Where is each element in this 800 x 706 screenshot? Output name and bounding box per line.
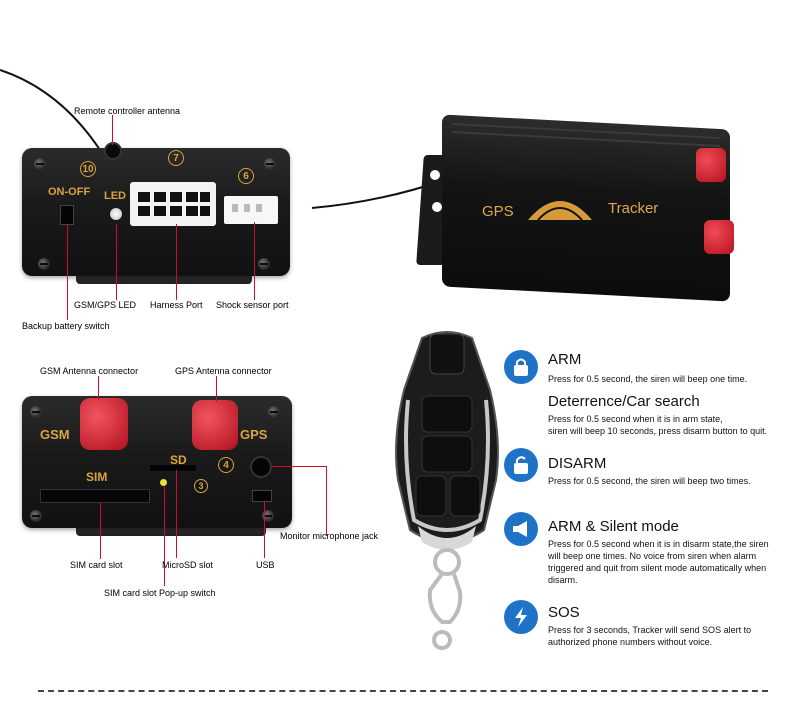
feature-desc: Press for 0.5 second when it is in arm s… bbox=[548, 413, 767, 437]
backup-battery-switch bbox=[60, 205, 74, 225]
leader-line bbox=[164, 486, 165, 586]
port-number-label: 4 bbox=[223, 459, 229, 471]
bottom-panel-face bbox=[22, 396, 292, 528]
feature-desc-line: Press for 0.5 second when it is in disar… bbox=[548, 539, 769, 549]
feature-desc-line: will beep one times. No voice from siren… bbox=[548, 551, 757, 561]
red-antenna-connector bbox=[696, 148, 726, 182]
feature-desc-line: authorized phone numbers without voice. bbox=[548, 637, 713, 647]
callout-monitor-mic: Monitor microphone jack bbox=[280, 531, 379, 541]
port-number-label: 3 bbox=[198, 481, 204, 491]
feature-title: SOS bbox=[548, 604, 580, 621]
sim-popup-switch bbox=[160, 479, 167, 486]
microsd-slot bbox=[150, 465, 196, 471]
leader-line bbox=[116, 224, 117, 300]
feature-desc-line: siren will beep 10 seconds, press disarm… bbox=[548, 426, 768, 436]
leader-line bbox=[326, 466, 327, 536]
feature-desc: Press for 0.5 second, the siren will bee… bbox=[548, 475, 751, 487]
unlock-icon bbox=[504, 448, 538, 482]
gps-antenna-connector bbox=[192, 400, 238, 450]
lightning-icon bbox=[504, 600, 538, 634]
lock-icon bbox=[504, 350, 538, 384]
port-number-4: 4 bbox=[218, 457, 234, 473]
body-ridge bbox=[452, 130, 720, 148]
screw bbox=[268, 406, 280, 418]
leader-line bbox=[98, 376, 99, 400]
feature-desc-line: triggered and quit from silent mode auto… bbox=[548, 563, 767, 573]
gsm-label: GSM bbox=[40, 427, 70, 442]
callout-remote-antenna: Remote controller antenna bbox=[74, 106, 181, 116]
sim-label: SIM bbox=[86, 470, 108, 484]
callout-backup-battery-switch: Backup battery switch bbox=[22, 321, 110, 331]
microphone-jack bbox=[250, 456, 272, 478]
port-number-label: 6 bbox=[243, 170, 249, 182]
feature-desc-line: Press for 3 seconds, Tracker will send S… bbox=[548, 625, 752, 635]
leader-line bbox=[67, 224, 68, 320]
screw bbox=[30, 510, 42, 522]
callout-microsd-slot: MicroSD slot bbox=[162, 560, 214, 570]
feature-desc-line: disarm. bbox=[548, 575, 578, 585]
leader-line bbox=[176, 470, 177, 558]
feature-title: ARM & Silent mode bbox=[548, 518, 679, 535]
usb-port bbox=[252, 490, 272, 502]
red-antenna-connector bbox=[704, 220, 734, 254]
callout-gsm-gps-led: GSM/GPS LED bbox=[74, 300, 137, 310]
callout-gps-antenna: GPS Antenna connector bbox=[175, 366, 272, 376]
tracker-label-gps: GPS bbox=[482, 203, 514, 220]
leader-line bbox=[264, 502, 265, 558]
dashed-divider bbox=[38, 690, 768, 692]
harness-port bbox=[130, 182, 216, 226]
feature-desc-line: Press for 0.5 second, the siren will bee… bbox=[548, 374, 748, 384]
feature-title: ARM bbox=[548, 351, 582, 368]
shock-sensor-port bbox=[224, 196, 278, 224]
callout-sim-popup: SIM card slot Pop-up switch bbox=[104, 588, 216, 598]
flange-hole bbox=[430, 170, 440, 180]
remote-antenna-socket bbox=[104, 142, 122, 160]
port-number-3: 3 bbox=[194, 479, 208, 493]
screw bbox=[262, 510, 274, 522]
screw bbox=[30, 406, 42, 418]
feature-desc-line: Press for 0.5 second when it is in arm s… bbox=[548, 414, 723, 424]
callout-gsm-antenna: GSM Antenna connector bbox=[40, 366, 139, 376]
callout-shock-sensor-port: Shock sensor port bbox=[216, 300, 289, 310]
remote-fob bbox=[395, 331, 499, 650]
port-number-label: 7 bbox=[173, 152, 179, 164]
megaphone-icon bbox=[504, 512, 538, 546]
leader-line bbox=[112, 115, 113, 145]
feature-desc: Press for 3 seconds, Tracker will send S… bbox=[548, 624, 751, 648]
feature-desc: Press for 0.5 second, the siren will bee… bbox=[548, 373, 747, 385]
port-number-6: 6 bbox=[238, 168, 254, 184]
sim-card-slot bbox=[40, 489, 150, 503]
screw bbox=[258, 258, 270, 270]
antenna-wire bbox=[0, 69, 101, 151]
port-number-label: 10 bbox=[82, 163, 94, 175]
feature-desc: Press for 0.5 second when it is in disar… bbox=[548, 538, 769, 586]
port-number-10: 10 bbox=[80, 161, 96, 177]
leader-line bbox=[272, 466, 326, 467]
leader-line bbox=[216, 376, 217, 402]
gps-label: GPS bbox=[240, 427, 268, 442]
tracker-label-tracker: Tracker bbox=[608, 200, 659, 217]
tracker-logo-icon bbox=[528, 201, 592, 221]
screw bbox=[264, 158, 276, 170]
screw bbox=[34, 158, 46, 170]
gsm-antenna-connector bbox=[80, 398, 128, 450]
body-ridge bbox=[452, 122, 720, 140]
led-label: LED bbox=[104, 190, 126, 202]
callout-usb: USB bbox=[256, 560, 275, 570]
callout-harness-port: Harness Port bbox=[150, 300, 203, 310]
status-led bbox=[110, 208, 122, 220]
leader-line bbox=[254, 222, 255, 300]
callout-sim-slot: SIM card slot bbox=[70, 560, 123, 570]
feature-desc-line: Press for 0.5 second, the siren will bee… bbox=[548, 476, 751, 486]
leader-line bbox=[100, 503, 101, 559]
feature-title: Deterrence/Car search bbox=[548, 393, 700, 410]
screw bbox=[38, 258, 50, 270]
sd-label: SD bbox=[170, 453, 187, 467]
on-off-label: ON-OFF bbox=[48, 186, 91, 198]
feature-title: DISARM bbox=[548, 455, 607, 472]
leader-line bbox=[176, 224, 177, 300]
port-number-7: 7 bbox=[168, 150, 184, 166]
flange-hole bbox=[432, 202, 442, 212]
